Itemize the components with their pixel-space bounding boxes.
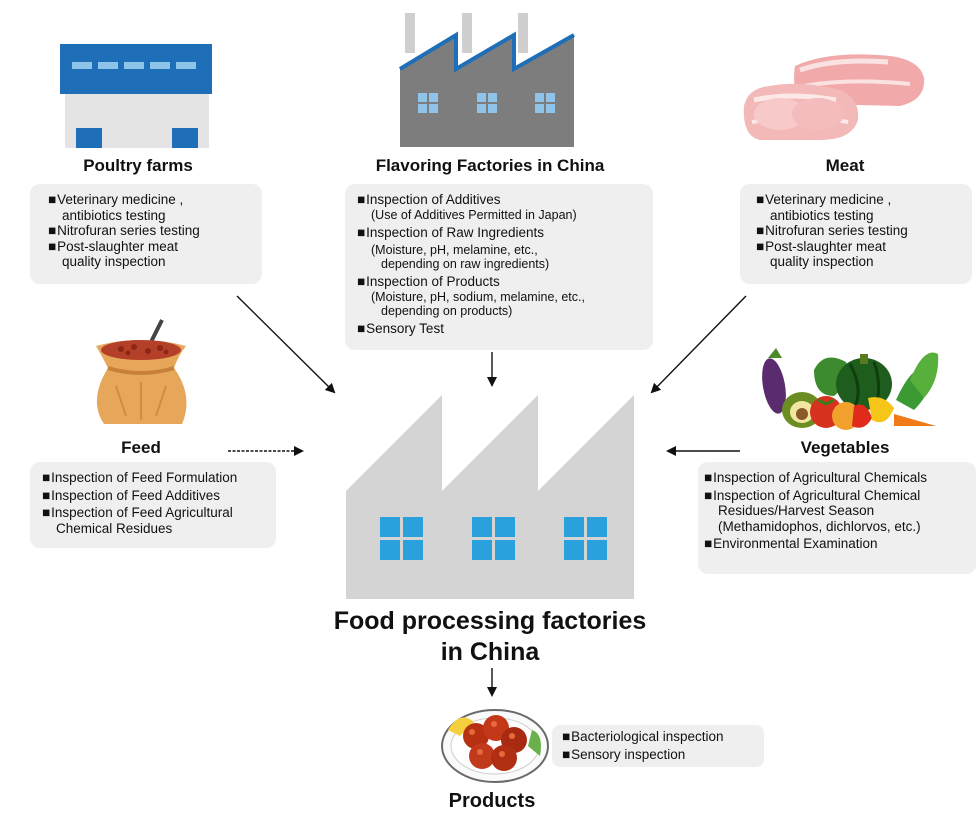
list-item-detail: antibiotics testing (770, 207, 874, 223)
list-item: Bacteriological inspection (562, 729, 756, 745)
list-item: Post-slaughter meat (48, 239, 252, 255)
list-item: Nitrofuran series testing (48, 223, 252, 239)
list-item-detail: (Moisture, pH, melamine, etc., (371, 243, 538, 257)
products-title: Products (448, 790, 536, 812)
list-item-detail: (Moisture, pH, sodium, melamine, etc., (371, 289, 585, 304)
list-item: Inspection of Products (357, 274, 643, 290)
factory-title-line2: in China (440, 638, 540, 666)
meat-inspection-box: Veterinary medicine , antibiotics testin… (740, 184, 972, 284)
poultry-inspection-box: Veterinary medicine , antibiotics testin… (30, 184, 262, 284)
list-item-detail: depending on raw ingredients) (381, 257, 550, 271)
list-item-detail: quality inspection (770, 254, 874, 269)
flavoring-factory-icon (398, 13, 575, 147)
list-item: Veterinary medicine , (756, 192, 962, 208)
list-item: Environmental Examination (704, 536, 966, 552)
list-item: Sensory inspection (562, 747, 756, 763)
products-inspection-box: Bacteriological inspection Sensory inspe… (552, 725, 764, 767)
poultry-farm-icon (60, 44, 212, 148)
feed-title: Feed (121, 438, 161, 457)
list-item-detail: depending on products) (381, 303, 513, 318)
products-dish-icon (441, 709, 549, 783)
list-item: Inspection of Feed Additives (42, 488, 266, 504)
list-item: Veterinary medicine , (48, 192, 252, 208)
vegetables-inspection-box: Inspection of Agricultural Chemicals Ins… (698, 462, 976, 574)
list-item-detail: quality inspection (62, 254, 166, 269)
vegetables-title: Vegetables (800, 438, 890, 457)
list-item: Post-slaughter meat (756, 239, 962, 255)
flavoring-inspection-box: Inspection of Additives (Use of Additive… (345, 184, 653, 350)
arrow-meat-to-factory (650, 295, 747, 394)
list-item-detail: (Use of Additives Permitted in Japan) (371, 207, 577, 222)
feed-sack-icon (96, 319, 187, 424)
meat-title: Meat (825, 156, 865, 175)
arrow-poultry-to-factory (236, 295, 336, 394)
feed-inspection-box: Inspection of Feed Formulation Inspectio… (30, 462, 276, 548)
list-item: Inspection of Agricultural Chemicals (704, 470, 966, 486)
list-item: Inspection of Additives (357, 192, 643, 208)
poultry-farms-title: Poultry farms (83, 156, 193, 175)
list-item: Sensory Test (357, 321, 643, 337)
list-item: Inspection of Feed Formulation (42, 470, 266, 486)
list-item-detail: antibiotics testing (62, 207, 166, 223)
list-item-detail: Residues/Harvest Season (718, 503, 875, 518)
list-item-detail: Chemical Residues (56, 520, 173, 536)
list-item: Inspection of Raw Ingredients (357, 225, 643, 241)
factory-title-line1: Food processing factories (333, 607, 647, 635)
vegetables-icon (762, 348, 939, 430)
list-item-detail: (Methamidophos, dichlorvos, etc.) (718, 518, 921, 534)
food-processing-factory-icon (346, 395, 634, 599)
meat-icon (743, 54, 925, 140)
list-item: Inspection of Agricultural Chemical (704, 488, 966, 504)
list-item: Nitrofuran series testing (756, 223, 962, 239)
factory-title: Food processing factories in China (300, 606, 680, 668)
list-item: Inspection of Feed Agricultural (42, 505, 266, 521)
flavoring-factories-title: Flavoring Factories in China (375, 156, 605, 175)
